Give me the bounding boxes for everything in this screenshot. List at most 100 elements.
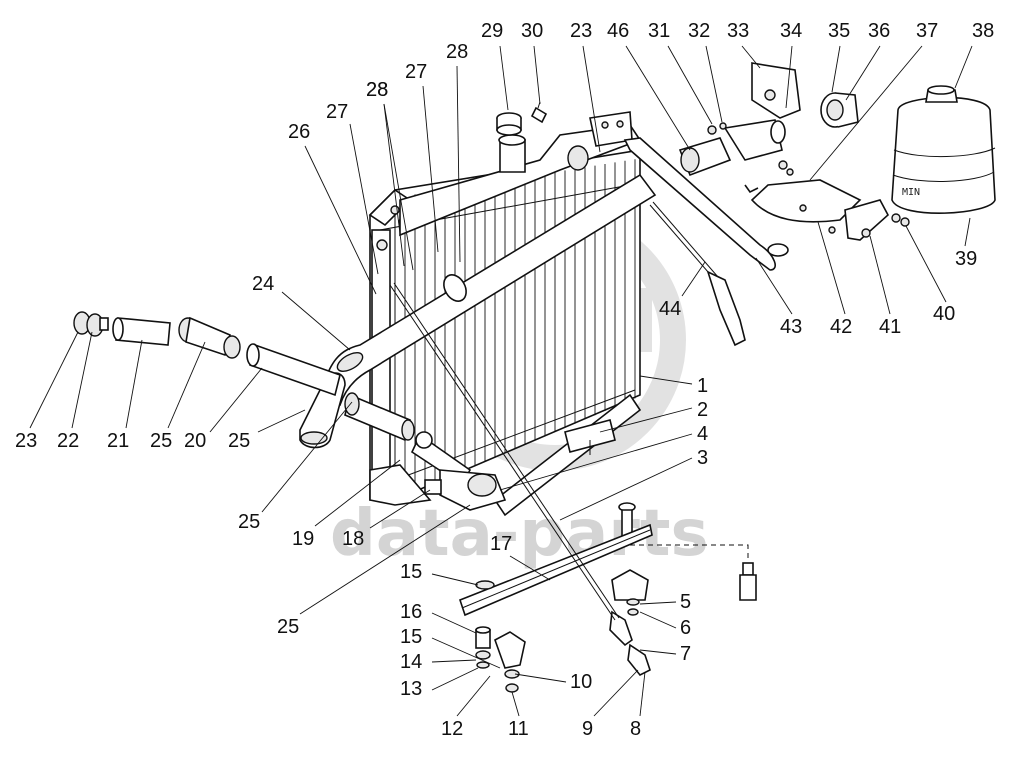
leader-line (511, 691, 520, 717)
callout-number: 18 (342, 528, 364, 550)
leader-line (349, 123, 379, 275)
leader-line (431, 573, 479, 586)
leader-line (681, 261, 706, 297)
leader-line (431, 612, 477, 634)
clamp-22 (73, 311, 109, 337)
callout-number: 26 (288, 121, 310, 143)
thermostat-housing (707, 119, 786, 161)
callout-number: 25 (238, 511, 260, 533)
callout-number: 28 (366, 79, 388, 101)
callout-number: 40 (933, 303, 955, 325)
callout-number: 14 (400, 651, 422, 673)
leader-line (741, 45, 761, 69)
callout-number: 42 (830, 316, 852, 338)
hose-25 (178, 316, 241, 359)
leader-line (954, 45, 973, 89)
leader-line (125, 339, 143, 429)
fastener-set-left (475, 580, 526, 693)
leader-line (431, 637, 501, 669)
outlet-pipe-45 (424, 469, 507, 511)
leader-line (755, 257, 793, 315)
leader-line (383, 103, 414, 271)
leader-line (785, 45, 793, 109)
leader-line (582, 45, 601, 153)
callout-number: 15 (400, 626, 422, 648)
callout-number: 22 (57, 430, 79, 452)
callout-number: 25 (150, 430, 172, 452)
leader-line (667, 45, 713, 125)
leader-line (809, 45, 923, 181)
left-hose-elbow (246, 343, 346, 449)
sleeve-35-36 (820, 92, 859, 128)
callout-number: 35 (828, 20, 850, 42)
callout-number: 6 (680, 617, 691, 639)
leader-line (167, 341, 206, 429)
leader-line (514, 673, 567, 683)
callout-number: 25 (277, 616, 299, 638)
callout-number: 17 (490, 533, 512, 555)
callout-number: 1 (697, 375, 708, 397)
pipe-43 (623, 137, 789, 271)
callout-number: 27 (405, 61, 427, 83)
leader-line (905, 225, 947, 303)
leader-line (639, 601, 677, 605)
callout-number: 38 (972, 20, 994, 42)
callout-number: 33 (727, 20, 749, 42)
leader-line (431, 659, 477, 663)
leader-line (257, 409, 306, 433)
overflow-tube (389, 282, 620, 621)
leader-line (845, 45, 881, 101)
bleed-screw (530, 101, 548, 124)
callout-number: 16 (400, 601, 422, 623)
upper-hose (319, 173, 657, 407)
mounting-rail (459, 523, 653, 617)
reservoir-strap (744, 160, 862, 234)
callout-number: 34 (780, 20, 802, 42)
callout-number: 5 (680, 591, 691, 613)
bracket-33-34 (751, 62, 801, 119)
leader-line (625, 45, 691, 151)
callout-number: 23 (15, 430, 37, 452)
leader-line (705, 45, 723, 123)
leader-line (831, 45, 841, 93)
leader-line (639, 611, 677, 629)
leader-line (869, 235, 891, 315)
leader-line (422, 85, 439, 253)
leader-line (383, 103, 405, 267)
leader-line (817, 221, 846, 315)
leader-line (369, 489, 431, 529)
callout-number: 4 (697, 423, 708, 445)
callout-number: 29 (481, 20, 503, 42)
callout-number: 15 (400, 561, 422, 583)
leader-line (509, 555, 551, 581)
callout-number: 36 (868, 20, 890, 42)
leader-line (639, 649, 677, 655)
callout-number: 43 (780, 316, 802, 338)
coolant-reservoir: MIN (891, 85, 996, 214)
callout-number: 24 (252, 273, 274, 295)
leader-line (593, 669, 639, 717)
leader-line (29, 331, 79, 429)
leader-line (299, 504, 471, 615)
callout-number: 19 (292, 528, 314, 550)
callout-number: 3 (697, 447, 708, 469)
callout-number: 44 (659, 298, 681, 320)
leader-line (639, 671, 646, 717)
callout-number: 13 (400, 678, 422, 700)
leader-line (431, 667, 479, 691)
leader-line (304, 145, 377, 295)
callout-number: 20 (184, 430, 206, 452)
callout-number: 23 (570, 20, 592, 42)
callout-number: 12 (441, 718, 463, 740)
callout-number: 2 (697, 399, 708, 421)
bracket-41 (844, 199, 910, 241)
callout-number: 30 (521, 20, 543, 42)
fastener-set-right (609, 569, 651, 677)
callout-number: 10 (570, 671, 592, 693)
bracket-2 (564, 419, 616, 455)
callout-number: 9 (582, 718, 593, 740)
callout-number: 37 (916, 20, 938, 42)
leader-line (599, 407, 693, 433)
callout-number: 32 (688, 20, 710, 42)
